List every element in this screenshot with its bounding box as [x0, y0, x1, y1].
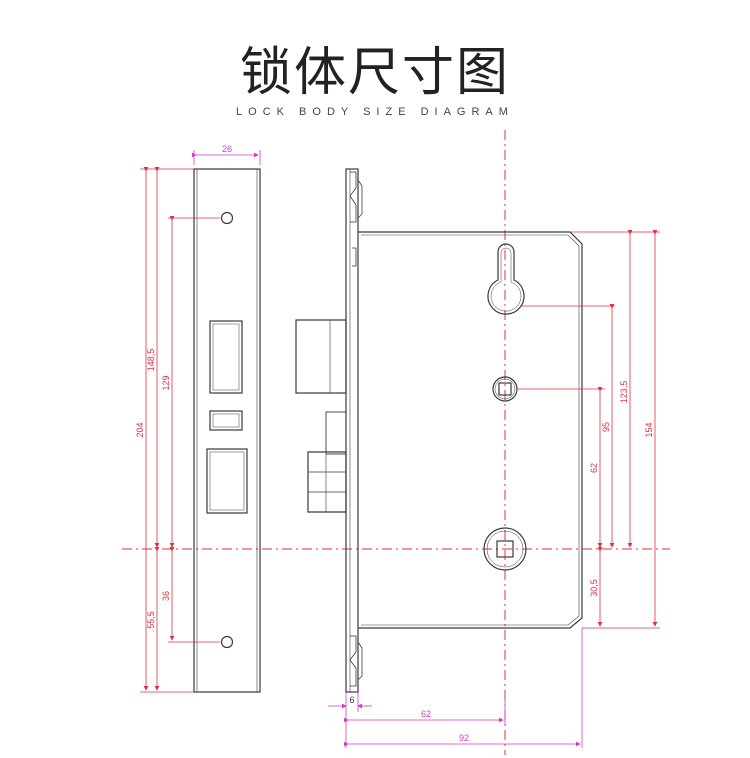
dim-face-thickness: 6: [349, 695, 354, 705]
dim-bottom-offset: 30,5: [589, 579, 599, 597]
lock-body-case: [352, 231, 583, 629]
latch-slot-inner: [209, 451, 245, 511]
upper-spindle-ring: [492, 376, 518, 402]
bottom-clip: [349, 635, 357, 687]
dim-backset: 62: [421, 709, 431, 719]
dim-square-to-center: 95: [601, 422, 611, 432]
deadbolt-side: [295, 319, 347, 394]
deadbolt-slot-inner: [212, 323, 240, 391]
latch-slot: [206, 448, 248, 514]
faceplate-outline: [193, 168, 261, 693]
faceplate-front-view: [193, 168, 261, 693]
side-faceplate-strip: [345, 168, 359, 693]
latch-bolt-side: [307, 451, 347, 513]
dim-faceplate-height: 204: [135, 422, 145, 437]
depth-dimensions: [328, 628, 583, 748]
upper-spindle-square: [498, 382, 512, 396]
side-view-faceplate: [295, 168, 363, 693]
dim-upper-hole-span: 148,5: [146, 349, 156, 372]
top-clip: [349, 171, 357, 223]
page-title: 锁体尺寸图: [239, 43, 510, 103]
trigger-slot-inner: [212, 413, 240, 428]
dim-spindle-offset: 62: [589, 463, 599, 473]
page-subtitle: LOCK BODY SIZE DIAGRAM: [236, 106, 514, 118]
handle-spindle-ring: [483, 527, 527, 571]
trigger-slot: [209, 410, 243, 431]
deadbolt-slot: [209, 320, 243, 394]
dim-faceplate-width: 26: [222, 144, 232, 154]
dim-body-depth: 92: [459, 733, 469, 743]
faceplate-width-dimension: [192, 150, 261, 165]
keyhole-cutout: [487, 243, 525, 315]
case-outline: [358, 231, 583, 629]
lower-screw-hole: [220, 635, 234, 649]
body-height-dimensions: [518, 230, 660, 629]
upper-screw-hole: [220, 211, 234, 225]
dim-body-height: 154: [644, 422, 654, 437]
handle-spindle-square: [496, 540, 514, 558]
dim-keyhole-to-center: 123,5: [619, 381, 629, 404]
faceplate-height-dimensions: [140, 167, 220, 693]
dim-upper-center-span: 129: [161, 375, 171, 390]
center-lines: [122, 130, 670, 755]
dim-lower-center-span: 36: [161, 591, 171, 601]
dim-lower-hole-span: 55,5: [146, 611, 156, 629]
trigger-bolt-side: [325, 411, 347, 455]
